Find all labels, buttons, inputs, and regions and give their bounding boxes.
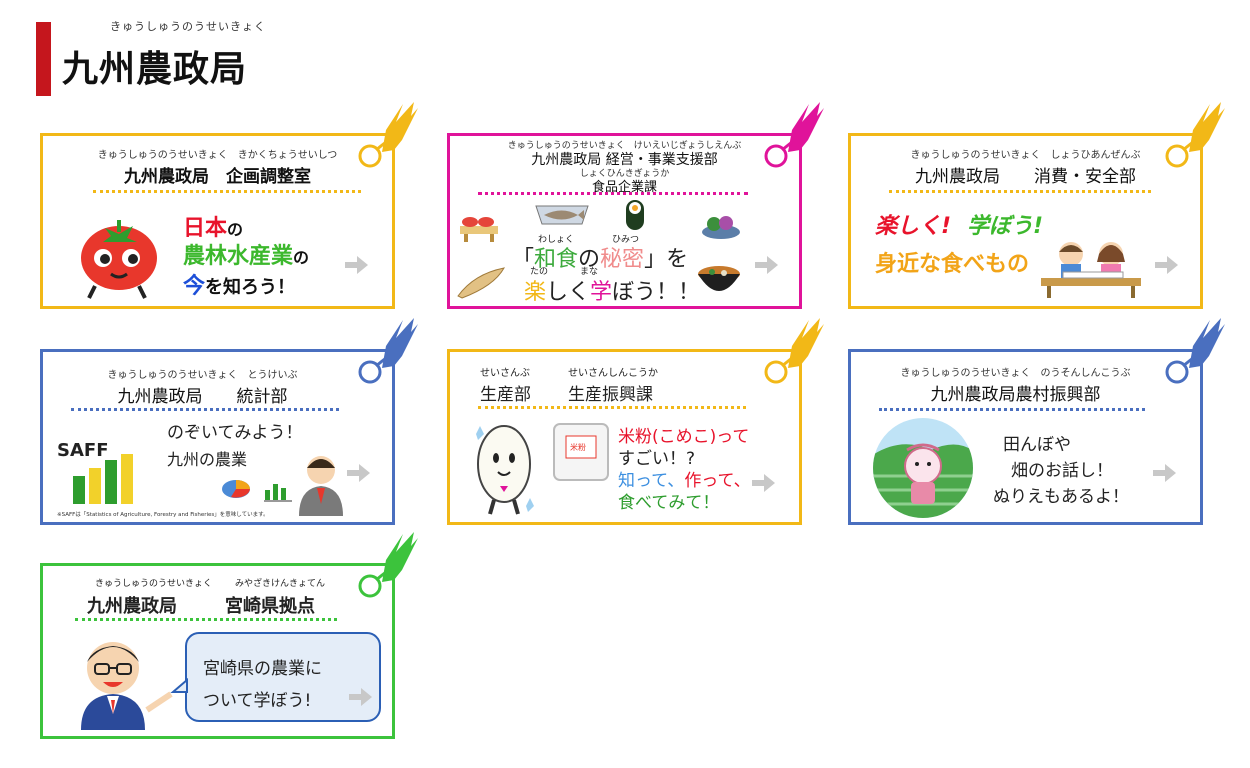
card-text-line-1: 楽しく!学ぼう! (875, 214, 1044, 239)
card-statistics[interactable]: きゅうしゅうのうせいきょく とうけいぶ 九州農政局 統計部 のぞいてみよう！ 九… (40, 349, 395, 525)
card-text-line-1: のぞいてみよう！ (167, 423, 303, 443)
rice-field-mascot-icon (873, 418, 973, 518)
businessman-icon (299, 456, 343, 516)
card-production[interactable]: せいさんぶ 生産部 せいさんしんこうか 生産振興課 米粉 米粉(こめこ)って す… (447, 349, 802, 525)
arrow-right-icon[interactable] (1151, 462, 1177, 484)
card-text-line-2: 九州の農業 (167, 450, 248, 469)
card-ruby-left: きゅうしゅうのうせいきょく (95, 579, 213, 589)
ruby-tano: たの (530, 267, 549, 277)
card-ruby: きゅうしゅうのうせいきょく しょうひあんぜんぶ (910, 150, 1141, 161)
tag-magenta-icon (762, 100, 826, 176)
card-title: 九州農政局 消費・安全部 (915, 167, 1136, 187)
card-title-right: 宮崎県拠点 (225, 596, 315, 617)
saff-logo: SAFF (57, 440, 109, 461)
divider (71, 408, 339, 411)
children-reading-icon (1041, 242, 1141, 298)
page-title-ruby: きゅうしゅうのうせいきょく (110, 20, 266, 33)
card-text-line-3: ぬりえもあるよ！ (993, 487, 1129, 507)
tag-blue-icon (356, 316, 420, 392)
sushi-roll-icon (626, 200, 644, 230)
arrow-right-icon[interactable] (1153, 254, 1179, 276)
tag-yellow-icon (356, 100, 420, 176)
card-title-left: 九州農政局 (87, 596, 177, 617)
card-planning-office[interactable]: きゅうしゅうのうせいきょく きかくちょうせいしつ 九州農政局 企画調整室 日本の… (40, 133, 395, 309)
divider (75, 618, 337, 621)
ruby-himitsu: ひみつ (612, 235, 640, 245)
card-text-line-2: 楽しく学ぼう！！ (524, 280, 701, 305)
bubble-tail (170, 677, 188, 693)
arrow-right-icon[interactable] (347, 686, 373, 708)
divider (889, 190, 1151, 193)
card-ruby-left: せいさんぶ (480, 368, 530, 379)
speech-bubble: 宮崎県の農業に ついて学ぼう! (185, 632, 381, 722)
card-text-line-1: 「和食の秘密」を (512, 247, 689, 272)
arrow-right-icon[interactable] (753, 254, 779, 276)
arrow-right-icon[interactable] (343, 254, 369, 276)
ruby-mana: まな (580, 267, 599, 277)
footnote: ※SAFFは「Statistics of Agriculture, Forest… (57, 512, 269, 518)
card-ruby-right: せいさんしんこうか (568, 368, 658, 379)
bar-graph-icon (73, 454, 133, 504)
divider (478, 406, 746, 409)
page-title: 九州農政局 (62, 49, 248, 90)
divider (93, 190, 361, 193)
header-accent-bar (36, 22, 51, 96)
card-title: 九州農政局 統計部 (117, 387, 288, 407)
tag-blue-icon (1163, 316, 1227, 392)
ruby-washoku: わしょく (538, 235, 575, 245)
card-text-line-1: 田んぼや (1003, 435, 1071, 455)
rice-grain-mascot-icon (476, 425, 534, 515)
chart-board-icon (264, 484, 292, 502)
teacher-mascot-icon (81, 642, 173, 730)
divider (478, 192, 748, 195)
card-ruby: きゅうしゅうのうせいきょく とうけいぶ (107, 370, 298, 381)
card-text-line-2: すごい！? (618, 449, 696, 469)
arrow-right-icon[interactable] (345, 462, 371, 484)
card-ruby-2: しょくひんきぎょうか (579, 169, 670, 179)
card-miyazaki-office[interactable]: きゅうしゅうのうせいきょく 九州農政局 みやざきけんきょてん 宮崎県拠点 宮崎県… (40, 563, 395, 739)
card-rural-development[interactable]: きゅうしゅうのうせいきょく のうそんしんこうぶ 九州農政局農村振興部 田んぼや … (848, 349, 1203, 525)
divider (879, 408, 1145, 411)
card-text-line-2: 畑のお話し！ (1011, 461, 1113, 481)
card-title: 九州農政局 企画調整室 (124, 167, 311, 187)
card-title-left: 生産部 (480, 385, 531, 405)
salad-icon (702, 216, 740, 239)
card-text-line-3: 知って、作って、 (618, 471, 751, 491)
tag-yellow-icon (762, 316, 826, 392)
card-text-line-1: 米粉(こめこ)って (618, 427, 750, 447)
pie-chart-icon (222, 480, 250, 498)
card-text-line-4: 食べてみて！ (618, 493, 720, 513)
tag-green-icon (356, 530, 420, 606)
sushi-icon (460, 217, 498, 242)
rice-flour-bag-icon (553, 423, 609, 481)
card-text-line-2: 農林水産業の (183, 244, 310, 269)
bubble-text-line-1: 宮崎県の農業に (203, 659, 322, 679)
tomato-mascot-icon (81, 220, 157, 299)
tag-yellow-icon (1163, 100, 1227, 176)
bag-label: 米粉 (570, 443, 586, 452)
card-title-right: 生産振興課 (568, 385, 653, 405)
bubble-text-line-2: ついて学ぼう! (203, 691, 312, 711)
dried-fish-icon (457, 267, 505, 299)
card-ruby: きゅうしゅうのうせいきょく きかくちょうせいしつ (97, 150, 338, 161)
card-ruby: きゅうしゅうのうせいきょく のうそんしんこうぶ (900, 368, 1131, 379)
card-text-line-1: 日本の (183, 216, 244, 241)
card-ruby-right: みやざきけんきょてん (235, 579, 326, 589)
card-consumer-safety[interactable]: きゅうしゅうのうせいきょく しょうひあんぜんぶ 九州農政局 消費・安全部 楽しく… (848, 133, 1203, 309)
card-ruby: きゅうしゅうのうせいきょく けいえいじぎょうしえんぶ (507, 141, 742, 151)
miso-soup-icon (698, 266, 740, 291)
card-title: 九州農政局 経営・事業支援部 (531, 152, 718, 168)
card-subtitle: 食品企業課 (591, 180, 657, 195)
card-text-line-2: 身近な食べもの (875, 252, 1030, 277)
arrow-right-icon[interactable] (750, 472, 776, 494)
card-text-line-3: 今を知ろう！ (183, 274, 296, 299)
grilled-fish-icon (535, 205, 589, 225)
card-title: 九州農政局農村振興部 (930, 385, 1101, 405)
card-food-industry[interactable]: きゅうしゅうのうせいきょく けいえいじぎょうしえんぶ 九州農政局 経営・事業支援… (447, 133, 802, 309)
